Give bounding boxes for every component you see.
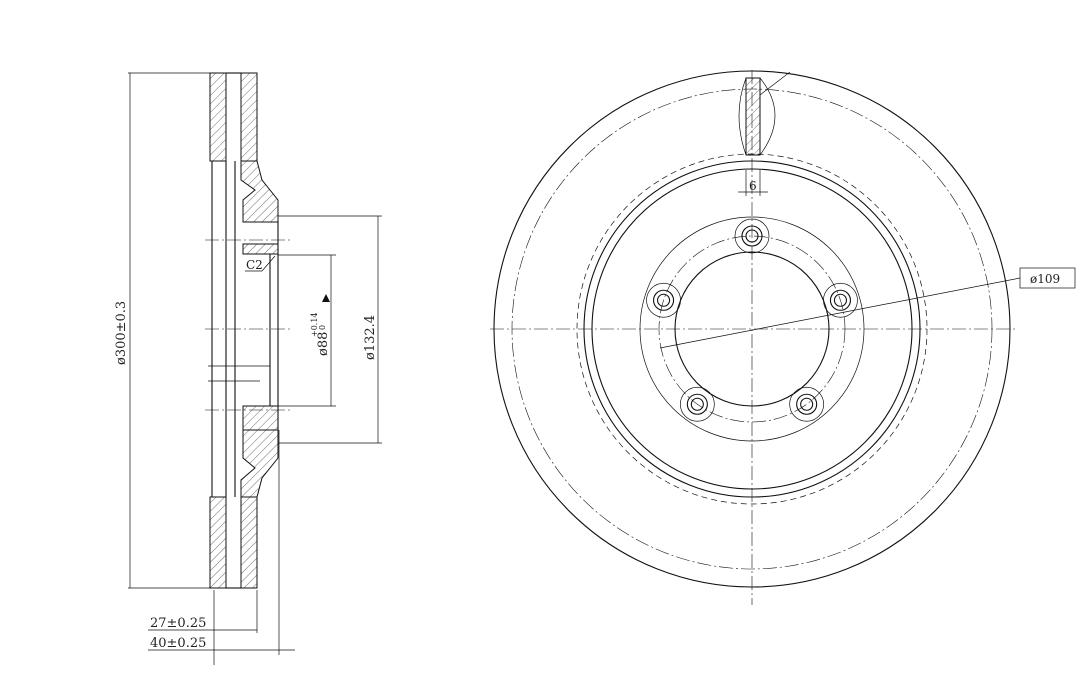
bolt-boss: [646, 282, 681, 318]
outer-diameter-label: ø300±0.3: [114, 301, 129, 365]
bore-diameter-label: ø88: [316, 332, 331, 356]
bore-tolerance-lower: 0: [318, 325, 327, 330]
bolt-boss: [679, 386, 715, 422]
bolt-boss: [823, 282, 858, 318]
bolt-hole: [686, 393, 708, 415]
lower-friction-plate-outer: [209, 496, 227, 589]
height-total-label: 40±0.25: [150, 636, 206, 651]
vent-section: [745, 77, 761, 156]
bolt-hole: [829, 289, 851, 311]
upper-friction-plate-inner: [240, 72, 258, 162]
bolt-hole: [690, 397, 704, 411]
bore-tolerance-upper: +0.14: [310, 312, 319, 337]
side-section-view: ø300±0.3 ø132.4 ø88 +0.14 0 C2 27±0.25 4…: [114, 72, 382, 665]
upper-friction-plate-outer: [209, 72, 227, 162]
upper-hat-section: [240, 160, 279, 223]
pcd-label: ø109: [1030, 272, 1060, 286]
front-view: 6 ø109: [490, 70, 1076, 605]
lower-hat-section: [240, 429, 279, 498]
chamfer-label: C2: [246, 258, 263, 272]
lower-friction-plate-inner: [240, 496, 258, 589]
upper-hub-flange: [242, 243, 279, 255]
hat-diameter-label: ø132.4: [363, 315, 378, 360]
datum-triangle-icon: [322, 294, 330, 302]
bolt-hole: [653, 289, 675, 311]
lower-hub-flange: [242, 405, 279, 431]
bolt-hole: [796, 393, 818, 415]
bolt-hole: [800, 397, 814, 411]
pcd-callout-box: [1019, 267, 1076, 289]
bolt-boss: [789, 386, 825, 422]
bolt-hole: [833, 293, 847, 307]
bolt-hole: [657, 293, 671, 307]
height-inner-label: 27±0.25: [150, 616, 206, 631]
vent-width-label: 6: [749, 179, 757, 193]
